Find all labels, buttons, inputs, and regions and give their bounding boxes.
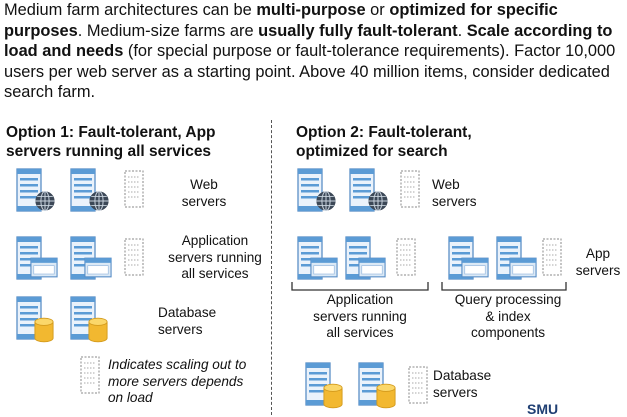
label-line: Web	[432, 177, 460, 192]
label-line: servers	[433, 384, 478, 400]
option1-app-label: Application servers running all services	[160, 233, 270, 283]
option2-app-label: App servers	[572, 246, 624, 279]
app-window-icon	[30, 257, 58, 278]
scale-out-server-icon	[396, 238, 416, 276]
scale-out-legend-icon	[80, 356, 100, 394]
option1-web-label: Web servers	[180, 177, 228, 210]
label-line: servers	[575, 262, 621, 278]
app-window-icon	[461, 257, 489, 278]
intro-bold-fault-tolerant: usually fully fault-tolerant	[258, 21, 458, 40]
option2-web-label: Web servers	[432, 177, 492, 210]
label-line: servers	[432, 193, 477, 209]
label-line: on load	[108, 390, 153, 405]
label-line: Web	[190, 177, 218, 192]
label-line: App	[585, 246, 611, 261]
scale-out-server-icon	[542, 238, 562, 276]
database-cylinder-icon	[88, 317, 108, 343]
scale-out-server-icon	[124, 170, 144, 208]
app-group-bracket	[291, 282, 429, 291]
intro-bold-scale: Scale according to load and needs	[4, 21, 613, 61]
label-line: components	[470, 325, 546, 340]
scale-out-server-icon	[400, 170, 420, 208]
globe-icon	[88, 190, 110, 212]
option2-query-label: Query processing & index components	[438, 292, 578, 342]
label-line: Query processing	[454, 292, 562, 307]
label-line: Application	[326, 292, 394, 307]
scale-out-server-icon	[124, 238, 144, 276]
scale-out-legend-text: Indicates scaling out to more servers de…	[108, 357, 268, 407]
globe-icon	[315, 190, 337, 212]
database-cylinder-icon	[323, 383, 343, 409]
label-line: servers	[181, 193, 227, 209]
intro-paragraph: Medium farm architectures can be multi-p…	[4, 0, 624, 103]
label-line: all services	[181, 266, 249, 281]
column-divider	[271, 120, 272, 415]
intro-text: (for special purpose or fault-tolerance …	[4, 42, 616, 101]
smu-logo: SMU	[527, 401, 559, 417]
label-line: Database	[158, 305, 217, 320]
intro-bold-multipurpose: multi-purpose	[256, 1, 366, 19]
label-line: servers	[158, 321, 203, 337]
option1-db-label: Database servers	[158, 305, 238, 338]
database-cylinder-icon	[376, 383, 396, 409]
app-window-icon	[84, 257, 112, 278]
intro-bold-optimized: optimized for specific purposes	[4, 1, 558, 40]
scale-out-server-icon	[408, 366, 428, 404]
label-line: Indicates scaling out to	[108, 357, 247, 372]
query-group-bracket	[441, 282, 567, 291]
option1-title-line2: servers running all services	[6, 143, 212, 160]
app-window-icon	[310, 257, 338, 278]
app-window-icon	[358, 257, 386, 278]
option1-title-line1: Option 1: Fault-tolerant, App	[6, 124, 216, 141]
label-line: all services	[326, 325, 394, 340]
label-line: Application	[181, 233, 249, 248]
label-line: servers running	[168, 249, 262, 265]
label-line: more servers depends	[108, 373, 244, 389]
intro-text: . Medium-size farms are	[77, 21, 259, 40]
option2-appgroup-label: Application servers running all services	[285, 292, 435, 342]
app-window-icon	[509, 257, 537, 278]
label-line: Database	[433, 368, 492, 383]
globe-icon	[367, 190, 389, 212]
option2-db-label: Database servers	[433, 368, 523, 401]
label-line: & index	[485, 308, 531, 324]
option2-title-line2: optimized for search	[296, 143, 448, 160]
label-line: servers running	[313, 308, 407, 324]
intro-text: or	[365, 1, 390, 19]
intro-text: Medium farm architectures can be	[4, 1, 257, 19]
option2-title-line1: Option 2: Fault-tolerant,	[296, 124, 472, 141]
option2-title: Option 2: Fault-tolerant, optimized for …	[296, 123, 472, 161]
intro-text: .	[457, 21, 467, 40]
globe-icon	[34, 190, 56, 212]
database-cylinder-icon	[34, 317, 54, 343]
option1-title: Option 1: Fault-tolerant, App servers ru…	[6, 123, 216, 161]
